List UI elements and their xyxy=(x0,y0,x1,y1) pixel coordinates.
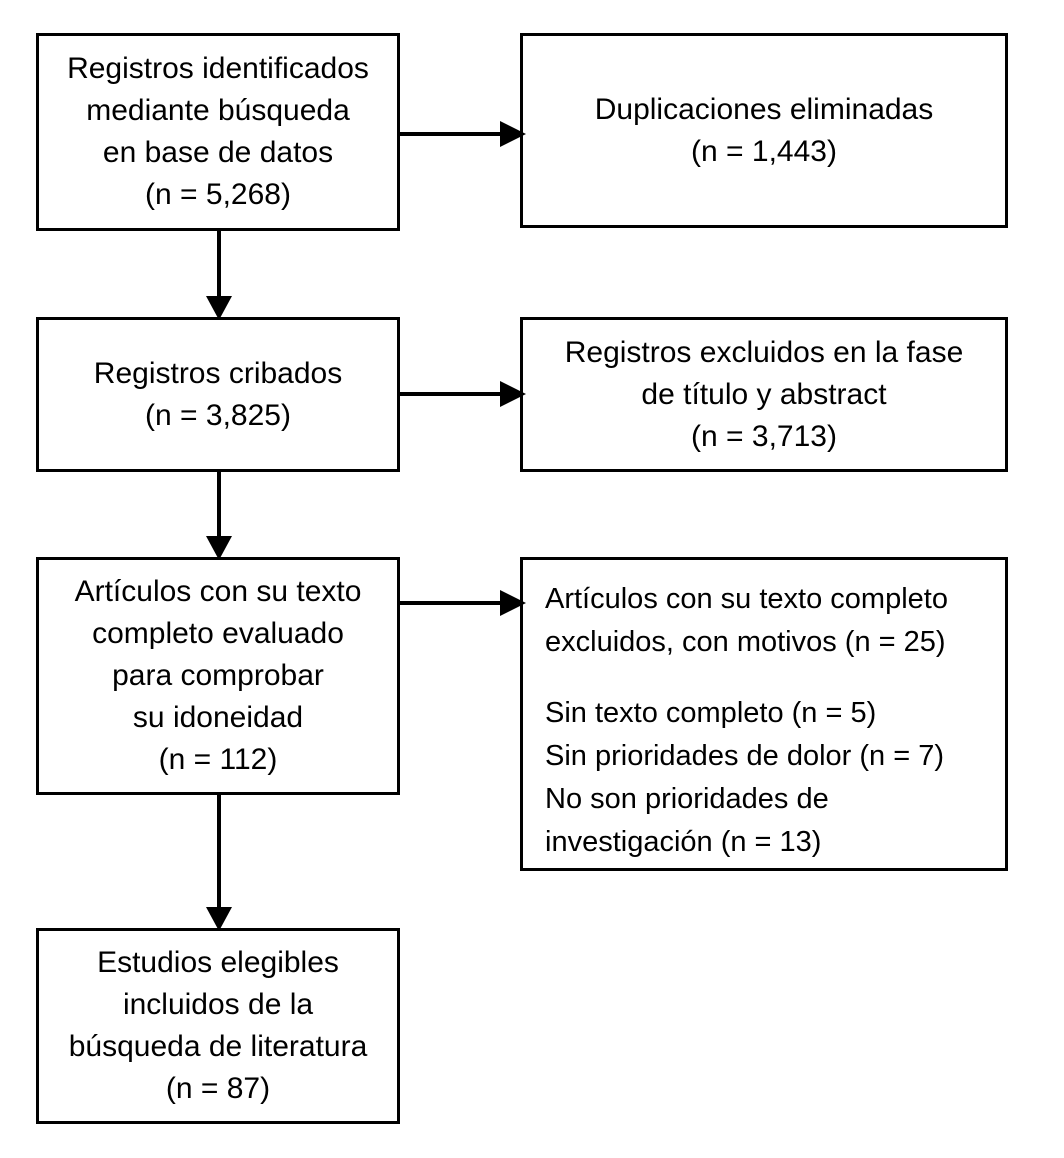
node-line: Registros excluidos en la fase xyxy=(564,335,964,369)
node-line-count: excluidos, con motivos (n = 25) xyxy=(545,626,946,658)
node-line: en base de datos xyxy=(102,136,334,169)
node-line: Artículos con su texto xyxy=(74,575,362,608)
node-line: Estudios elegibles xyxy=(97,946,339,979)
node-line-count: (n = 3,825) xyxy=(145,398,291,432)
connector-identified-to-duplicates xyxy=(396,120,528,150)
node-line: su idoneidad xyxy=(132,701,304,734)
node-line-count: (n = 1,443) xyxy=(691,134,837,168)
node-line-count: (n = 87) xyxy=(165,1072,271,1105)
connector-fulltext-to-included xyxy=(204,792,234,932)
node-studies-included: Estudios elegibles incluidos de la búsqu… xyxy=(36,928,400,1124)
connector-screened-to-fulltext xyxy=(204,469,234,561)
node-line-count: (n = 112) xyxy=(158,743,278,776)
node-line: búsqueda de literatura xyxy=(68,1030,368,1063)
node-records-identified: Registros identificados mediante búsqued… xyxy=(36,33,400,231)
node-line: completo evaluado xyxy=(92,617,344,650)
node-duplicates-removed: Duplicaciones eliminadas (n = 1,443) xyxy=(520,33,1008,228)
node-line-reason: Sin texto completo (n = 5) xyxy=(545,697,877,729)
node-line-reason: investigación (n = 13) xyxy=(545,826,822,858)
node-records-screened: Registros cribados (n = 3,825) xyxy=(36,317,400,472)
node-line: Duplicaciones eliminadas xyxy=(594,92,934,126)
node-line-reason: No son prioridades de xyxy=(545,783,829,815)
node-line-spacer xyxy=(545,664,1005,692)
node-line: Registros cribados xyxy=(93,356,343,390)
node-records-excluded-title-abstract: Registros excluidos en la fase de título… xyxy=(520,317,1008,472)
connector-fulltext-to-excluded-fulltext xyxy=(396,589,528,619)
node-line: Artículos con su texto completo xyxy=(545,583,948,615)
node-line: incluidos de la xyxy=(122,988,314,1021)
node-line-count: (n = 5,268) xyxy=(145,178,291,211)
node-line: para comprobar xyxy=(112,659,324,692)
node-line: Registros identificados xyxy=(67,52,369,85)
node-line: de título y abstract xyxy=(641,377,887,411)
connector-identified-to-screened xyxy=(204,228,234,321)
node-line-reason: Sin prioridades de dolor (n = 7) xyxy=(545,740,944,772)
node-line-count: (n = 3,713) xyxy=(691,419,837,453)
node-fulltext-excluded-with-reasons: Artículos con su texto completo excluido… xyxy=(520,557,1008,871)
connector-screened-to-excluded-title-abstract xyxy=(396,380,528,410)
node-fulltext-assessed: Artículos con su texto completo evaluado… xyxy=(36,557,400,795)
node-line: mediante búsqueda xyxy=(86,94,350,127)
